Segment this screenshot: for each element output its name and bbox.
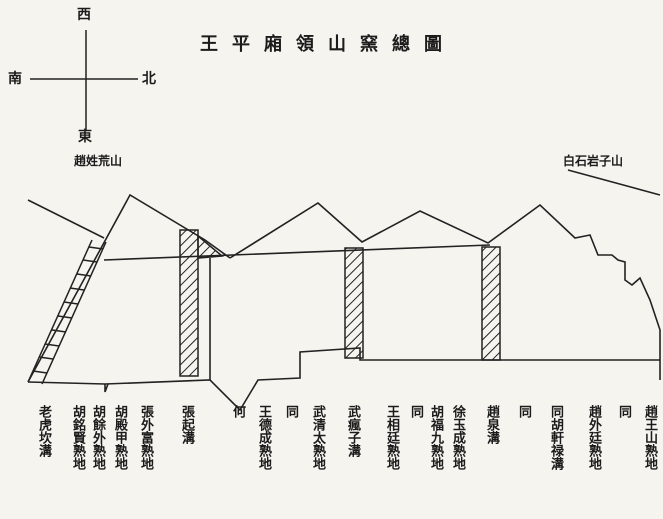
land-label: 同 <box>616 405 631 418</box>
ridge-level-line <box>103 244 491 261</box>
land-label: 王德成熟地 <box>256 405 271 470</box>
ladder <box>27 239 107 385</box>
hatched-gullies <box>179 229 501 377</box>
land-label: 同 <box>408 405 423 418</box>
land-label: 老虎坎溝 <box>36 405 51 457</box>
land-label: 張外富熟地 <box>138 405 153 470</box>
land-label: 同 <box>516 405 531 418</box>
compass-west: 西 <box>77 7 91 23</box>
land-labels: 老虎坎溝 胡銘賢熟地 胡餘外熟地 胡殿甲熟地 張外富熟地 張起溝 何 王德成熟地… <box>0 405 663 515</box>
ridge-outline <box>27 169 661 383</box>
right-mountain-label: 白石岩子山 <box>563 154 624 168</box>
land-label: 胡殿甲熟地 <box>112 405 127 470</box>
left-mountain-label: 趙姓荒山 <box>74 154 123 168</box>
compass-east: 東 <box>78 129 92 145</box>
compass-north: 北 <box>142 71 156 87</box>
land-label: 張起溝 <box>179 405 194 444</box>
diagram-title: 王平廂領山窯總圖 <box>200 34 456 55</box>
land-label: 王相廷熟地 <box>384 405 399 470</box>
land-label: 胡銘賢熟地 <box>70 405 85 470</box>
land-label: 何 <box>230 405 245 418</box>
land-label: 武瘋子溝 <box>345 405 360 457</box>
land-label: 武清太熟地 <box>310 405 325 470</box>
compass-south: 南 <box>8 71 22 87</box>
land-label: 胡福九熟地 <box>428 405 443 470</box>
land-label: 趙王山熟地 <box>642 405 657 470</box>
land-label: 同 <box>283 405 298 418</box>
land-label: 徐玉成熟地 <box>450 405 465 470</box>
compass-cross <box>30 30 138 130</box>
land-label: 胡餘外熟地 <box>90 405 105 470</box>
land-label: 趙外廷熟地 <box>586 405 601 470</box>
land-label: 同胡軒禄溝 <box>548 405 563 470</box>
mountain-kiln-diagram <box>27 30 661 410</box>
land-label: 趙泉溝 <box>484 405 499 444</box>
ground-profile <box>27 258 660 410</box>
